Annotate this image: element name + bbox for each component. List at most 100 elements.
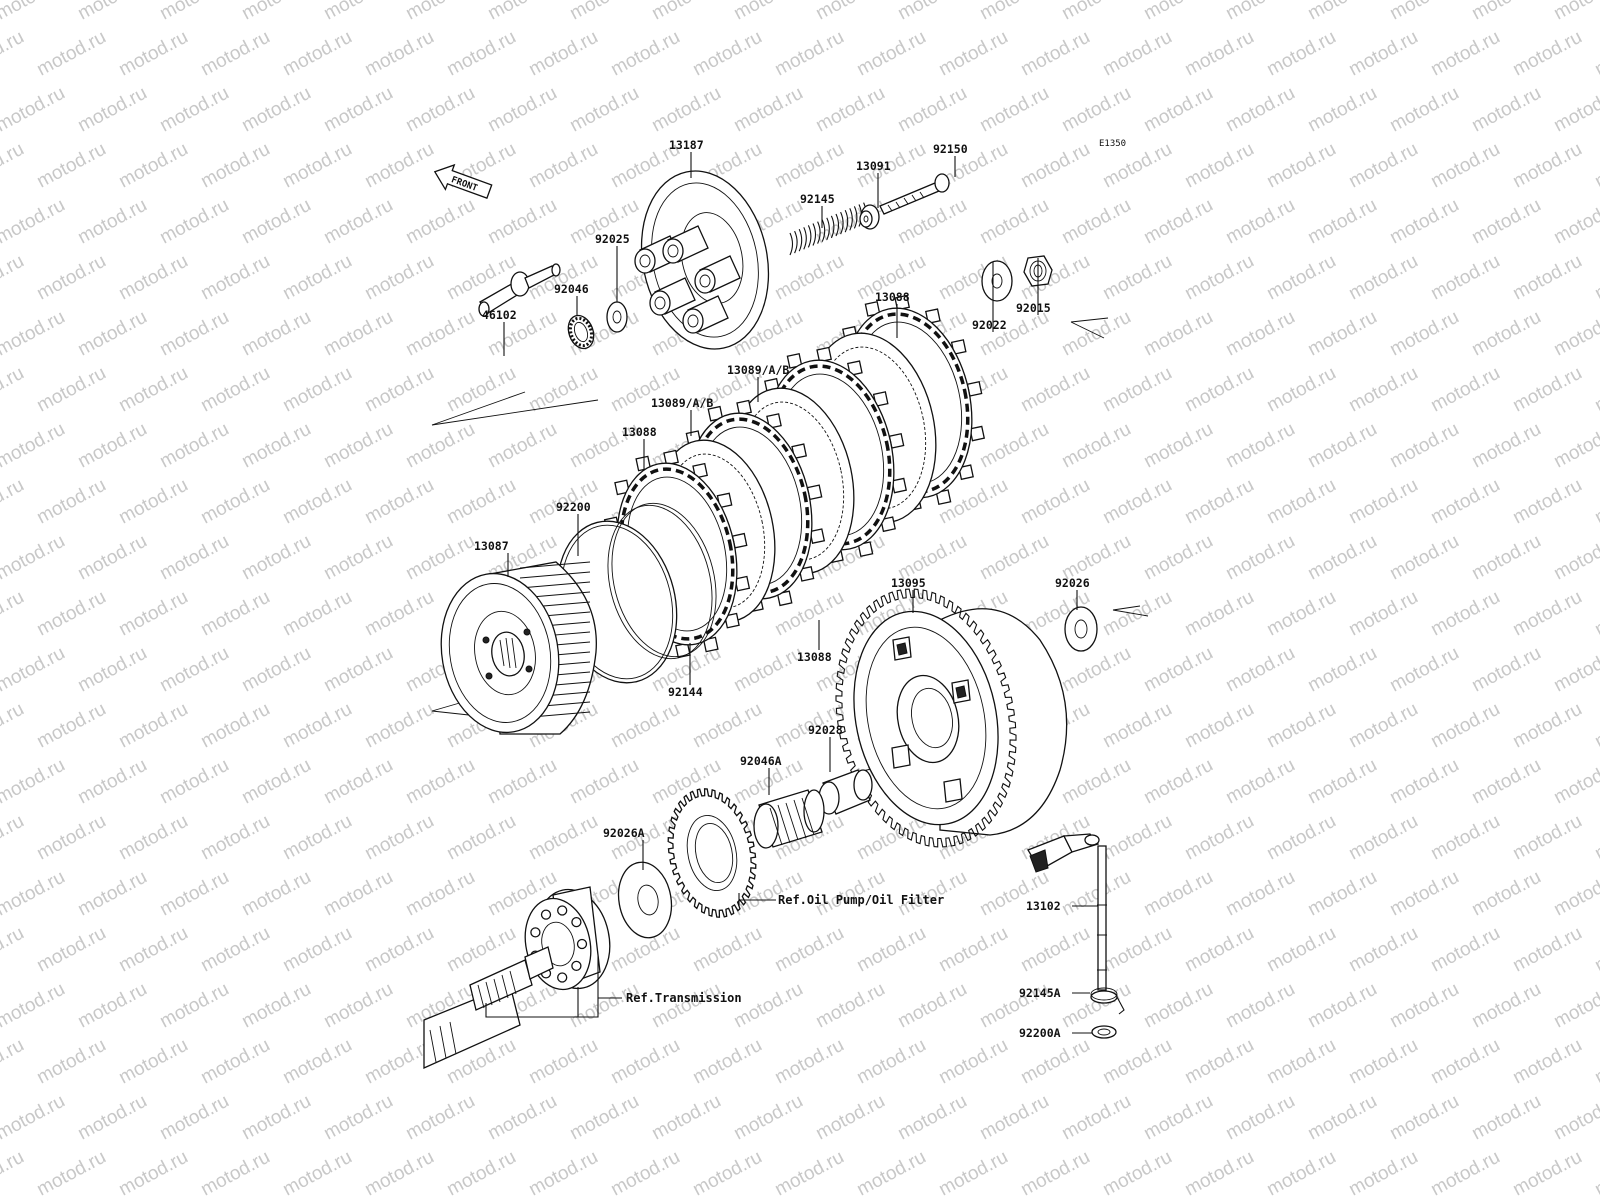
watermark-text: motod.ru [1140, 83, 1216, 137]
watermark-text: motod.ru [1263, 27, 1339, 81]
watermark-text: motod.ru [1099, 1035, 1175, 1089]
watermark-text: motod.ru [976, 195, 1052, 249]
watermark-text: motod.ru [238, 643, 314, 697]
friction-plate-tab [847, 360, 863, 377]
watermark-text: motod.ru [74, 419, 150, 473]
watermark-text: motod.ru [1099, 251, 1175, 305]
watermark-text: motod.ru [1099, 363, 1175, 417]
label-13095: 13095 [891, 576, 926, 590]
watermark-text: motod.ru [1550, 755, 1600, 809]
watermark-text: motod.ru [238, 0, 314, 24]
watermark-text: motod.ru [689, 1035, 765, 1089]
watermark-text: motod.ru [74, 0, 150, 24]
watermark-text: motod.ru [74, 307, 150, 361]
label-92145A: 92145A [1019, 986, 1061, 1000]
watermark-text: motod.ru [361, 27, 437, 81]
watermark-text: motod.ru [689, 1147, 765, 1200]
watermark-text: motod.ru [156, 195, 232, 249]
watermark-text: motod.ru [1550, 307, 1600, 361]
watermark-text: motod.ru [1263, 363, 1339, 417]
watermark-text: motod.ru [197, 587, 273, 641]
watermark-text: motod.ru [320, 755, 396, 809]
watermark-text: motod.ru [1304, 755, 1380, 809]
watermark-text: motod.ru [238, 979, 314, 1033]
watermark-text: motod.ru [1509, 139, 1585, 193]
watermark-text: motod.ru [1427, 587, 1503, 641]
watermark-text: motod.ru [1345, 475, 1421, 529]
watermark-text: motod.ru [1509, 587, 1585, 641]
watermark-text: motod.ru [1468, 0, 1544, 24]
watermark-text: motod.ru [279, 475, 355, 529]
watermark-text: motod.ru [1263, 475, 1339, 529]
watermark-text: motod.ru [443, 811, 519, 865]
part-92150-bolt [879, 173, 950, 215]
watermark-text: motod.ru [0, 1091, 69, 1145]
friction-plate-tab [724, 612, 740, 629]
watermark-text: motod.ru [279, 1035, 355, 1089]
watermark-text: motod.ru [1099, 923, 1175, 977]
watermark-text: motod.ru [771, 923, 847, 977]
watermark-text: motod.ru [0, 531, 69, 585]
watermark-text: motod.ru [33, 699, 109, 753]
watermark-text: motod.ru [320, 195, 396, 249]
hub-spline [519, 571, 591, 579]
watermark-text: motod.ru [1386, 83, 1462, 137]
watermark-text: motod.ru [74, 643, 150, 697]
watermark-text: motod.ru [525, 27, 601, 81]
watermark-text: motod.ru [1468, 643, 1544, 697]
watermark-text: motod.ru [320, 531, 396, 585]
watermark-text: motod.ru [320, 1091, 396, 1145]
watermark-text: motod.ru [976, 83, 1052, 137]
watermark-text: motod.ru [812, 83, 888, 137]
watermark-text: motod.ru [115, 27, 191, 81]
watermark-text: motod.ru [238, 307, 314, 361]
watermark-text: motod.ru [402, 83, 478, 137]
watermark-text: motod.ru [1304, 195, 1380, 249]
bearing-ball [557, 905, 568, 916]
watermark-text: motod.ru [771, 139, 847, 193]
watermark-text: motod.ru [279, 923, 355, 977]
watermark-text: motod.ru [279, 1147, 355, 1200]
bearing-ball [530, 927, 541, 938]
watermark-text: motod.ru [1468, 195, 1544, 249]
watermark-text: motod.ru [361, 475, 437, 529]
watermark-text: motod.ru [279, 139, 355, 193]
label-13089-b: 13089/A/B [651, 396, 713, 410]
watermark-text: motod.ru [33, 1035, 109, 1089]
watermark-text: motod.ru [1550, 867, 1600, 921]
label-92026A: 92026A [603, 826, 645, 840]
watermark-text: motod.ru [935, 1035, 1011, 1089]
watermark-text: motod.ru [1099, 699, 1175, 753]
watermark-text: motod.ru [238, 1091, 314, 1145]
watermark-text: motod.ru [1058, 83, 1134, 137]
watermark-text: motod.ru [1263, 1147, 1339, 1200]
watermark-text: motod.ru [361, 923, 437, 977]
label-13187: 13187 [669, 138, 704, 152]
watermark-text: motod.ru [74, 195, 150, 249]
part-13102-release-shaft [1027, 833, 1107, 991]
watermark-text: motod.ru [74, 1091, 150, 1145]
watermark-text: motod.ru [1140, 867, 1216, 921]
watermark-text: motod.ru [935, 923, 1011, 977]
watermark-text: motod.ru [1058, 419, 1134, 473]
watermark-text: motod.ru [1468, 419, 1544, 473]
watermark-text: motod.ru [361, 1147, 437, 1200]
part-92028-collar [818, 769, 873, 815]
watermark-text: motod.ru [976, 0, 1052, 24]
part-oil-pump-gear [667, 788, 757, 918]
part-ball-bearing [524, 886, 611, 991]
watermark-text: motod.ru [33, 1147, 109, 1200]
watermark-text: motod.ru [115, 923, 191, 977]
watermark-text: motod.ru [1386, 979, 1462, 1033]
label-92046: 92046 [554, 282, 589, 296]
watermark-text: motod.ru [566, 83, 642, 137]
watermark-text: motod.ru [1263, 811, 1339, 865]
watermark-text: motod.ru [156, 643, 232, 697]
watermark-text: motod.ru [1591, 811, 1600, 865]
watermark-text: motod.ru [443, 1147, 519, 1200]
watermark-text: motod.ru [730, 979, 806, 1033]
watermark-text: motod.ru [74, 83, 150, 137]
watermark-text: motod.ru [730, 0, 806, 24]
watermark-text: motod.ru [156, 531, 232, 585]
watermark-text: motod.ru [1304, 1091, 1380, 1145]
